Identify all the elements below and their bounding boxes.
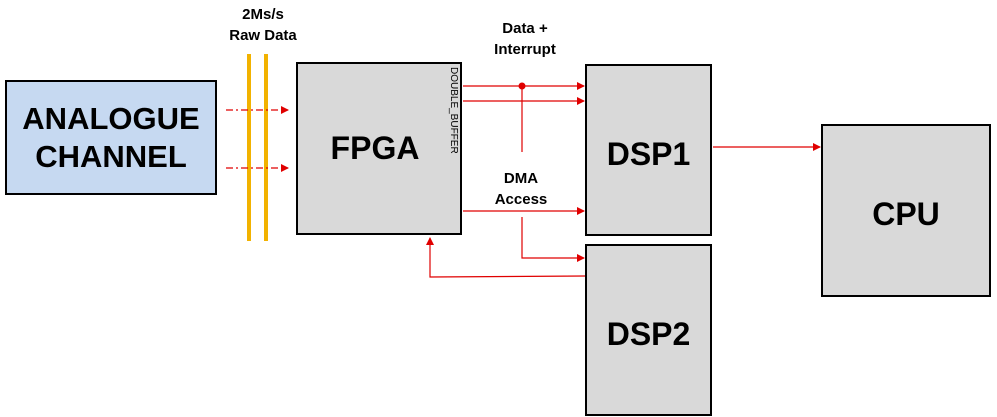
analogue-channel-block: ANALOGUE CHANNEL: [5, 80, 217, 195]
cpu-block: CPU: [821, 124, 991, 297]
dsp1-label: DSP1: [606, 135, 691, 172]
data-interrupt-caption: Data + Interrupt: [470, 18, 580, 60]
dsp2-to-fpga-feedback-arrow: [426, 237, 586, 278]
dsp2-label: DSP2: [606, 315, 691, 352]
double-buffer-label: DOUBLE_BUFFER: [448, 67, 459, 154]
data-interrupt-line2: Interrupt: [494, 41, 556, 58]
cpu-label: CPU: [872, 196, 940, 232]
dma-access-line2: Access: [494, 191, 548, 208]
dma-to-dsp2-arrow: [521, 217, 585, 262]
dsp2-block: DSP2: [585, 244, 712, 416]
dma-access-line1: DMA: [503, 170, 539, 187]
analogue-channel-label: ANALOGUE CHANNEL: [22, 101, 200, 174]
sample-rate-line1: 2Ms/s: [242, 6, 284, 23]
sample-rate-line2: Raw Data: [229, 27, 297, 44]
data-interrupt-line1: Data +: [502, 20, 548, 37]
fpga-block: FPGA: [296, 62, 462, 235]
dsp1-block: DSP1: [585, 64, 712, 236]
fpga-label: FPGA: [330, 130, 420, 166]
sample-rate-caption: 2Ms/s Raw Data: [208, 4, 318, 46]
dma-access-caption: DMA Access: [466, 168, 576, 210]
